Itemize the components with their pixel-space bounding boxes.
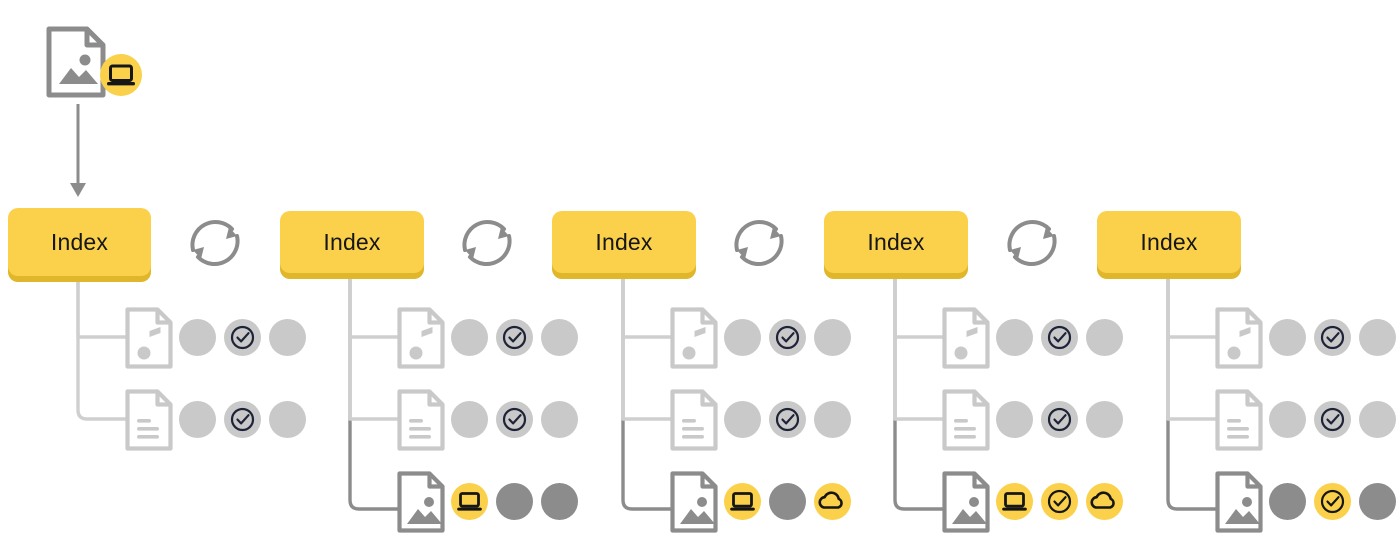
status-dot-check-icon[interactable]	[769, 319, 806, 356]
status-dot-check-icon[interactable]	[1041, 319, 1078, 356]
status-dot[interactable]	[996, 401, 1033, 438]
status-dot[interactable]	[814, 401, 851, 438]
index-box-5[interactable]: Index	[1097, 211, 1241, 273]
check-icon	[1320, 407, 1345, 432]
music-file-icon	[1215, 307, 1263, 369]
status-dot[interactable]	[1086, 319, 1123, 356]
status-dot-check-icon[interactable]	[1314, 483, 1351, 520]
image-file-icon	[942, 471, 990, 533]
laptop-icon	[1002, 492, 1027, 511]
status-dot-check-icon[interactable]	[496, 319, 533, 356]
status-dot[interactable]	[179, 319, 216, 356]
document-file-icon	[670, 389, 718, 451]
status-dot-laptop-icon[interactable]	[996, 483, 1033, 520]
status-dot-check-icon[interactable]	[1041, 483, 1078, 520]
source-image-file-node	[46, 26, 158, 98]
check-icon	[502, 325, 527, 350]
status-dot[interactable]	[541, 401, 578, 438]
sync-icon-1	[190, 220, 240, 266]
status-dot-check-icon[interactable]	[769, 401, 806, 438]
status-dot-cloud-icon[interactable]	[814, 483, 851, 520]
cloud-icon	[818, 491, 843, 509]
image-file-icon	[670, 471, 718, 533]
status-dot[interactable]	[769, 483, 806, 520]
status-dot[interactable]	[724, 401, 761, 438]
index-box-3[interactable]: Index	[552, 211, 696, 273]
index-box-4[interactable]: Index	[824, 211, 968, 273]
status-dot[interactable]	[1359, 319, 1396, 356]
music-file-icon	[670, 307, 718, 369]
image-file-icon	[1215, 471, 1263, 533]
status-dot[interactable]	[451, 401, 488, 438]
status-dot-laptop-icon[interactable]	[451, 483, 488, 520]
index-box-label: Index	[867, 228, 925, 255]
status-dot-check-icon[interactable]	[224, 319, 261, 356]
cloud-icon	[1090, 491, 1115, 509]
music-file-icon	[942, 307, 990, 369]
laptop-icon	[107, 64, 135, 86]
status-dot-cloud-icon[interactable]	[1086, 483, 1123, 520]
status-dot[interactable]	[541, 319, 578, 356]
index-box-label: Index	[50, 228, 109, 255]
status-dot-check-icon[interactable]	[1041, 401, 1078, 438]
sync-icon-2	[462, 220, 512, 266]
sync-icon-4	[1007, 220, 1057, 266]
status-dot[interactable]	[814, 319, 851, 356]
document-file-icon	[1215, 389, 1263, 451]
status-dot-check-icon[interactable]	[496, 401, 533, 438]
document-file-icon	[125, 389, 173, 451]
status-dot[interactable]	[541, 483, 578, 520]
status-dot[interactable]	[1269, 319, 1306, 356]
music-file-icon	[397, 307, 445, 369]
status-dot[interactable]	[269, 401, 306, 438]
status-dot-check-icon[interactable]	[1314, 319, 1351, 356]
status-dot[interactable]	[996, 319, 1033, 356]
document-file-icon	[397, 389, 445, 451]
status-dot-laptop-icon[interactable]	[724, 483, 761, 520]
check-icon	[502, 407, 527, 432]
source-laptop-badge	[100, 54, 142, 96]
status-dot[interactable]	[1359, 483, 1396, 520]
document-file-icon	[942, 389, 990, 451]
status-dot[interactable]	[724, 319, 761, 356]
check-icon	[1320, 325, 1345, 350]
check-icon	[775, 325, 800, 350]
laptop-icon	[457, 492, 482, 511]
status-dot-check-icon[interactable]	[224, 401, 261, 438]
index-box-label: Index	[595, 228, 653, 255]
status-dot[interactable]	[179, 401, 216, 438]
index-box-1[interactable]: Index	[8, 208, 151, 276]
status-dot-check-icon[interactable]	[1314, 401, 1351, 438]
check-icon	[1047, 407, 1072, 432]
check-icon	[1320, 489, 1345, 514]
image-file-icon	[397, 471, 445, 533]
status-dot[interactable]	[1086, 401, 1123, 438]
status-dot[interactable]	[269, 319, 306, 356]
check-icon	[1047, 489, 1072, 514]
check-icon	[775, 407, 800, 432]
index-box-label: Index	[1140, 228, 1198, 255]
sync-icon-3	[734, 220, 784, 266]
laptop-icon	[730, 492, 755, 511]
index-box-2[interactable]: Index	[280, 211, 424, 273]
status-dot[interactable]	[1269, 483, 1306, 520]
status-dot[interactable]	[1269, 401, 1306, 438]
check-icon	[230, 325, 255, 350]
status-dot[interactable]	[1359, 401, 1396, 438]
check-icon	[1047, 325, 1072, 350]
index-box-label: Index	[323, 228, 381, 255]
status-dot[interactable]	[496, 483, 533, 520]
status-dot[interactable]	[451, 319, 488, 356]
down-arrow-icon	[70, 104, 86, 197]
check-icon	[230, 407, 255, 432]
music-file-icon	[125, 307, 173, 369]
